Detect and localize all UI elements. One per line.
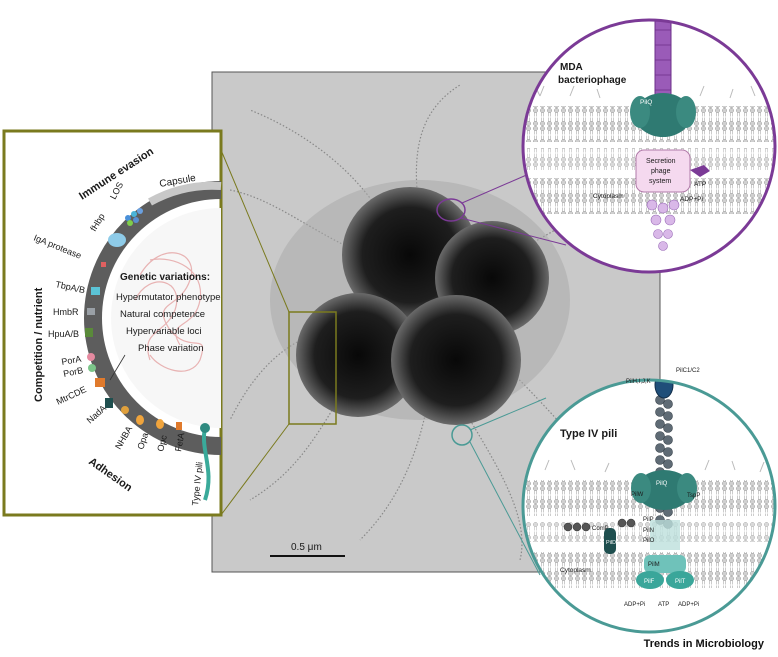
pili-pilq (636, 470, 692, 510)
label-hmbr: HmbR (53, 307, 79, 317)
label-pora: PorA (61, 354, 82, 367)
label-porb: PorB (62, 365, 84, 379)
label-pilm: PilM (648, 562, 660, 568)
title-competition-nutrient: Competition / nutrient (33, 287, 45, 402)
label-pilw: PilW (631, 492, 644, 498)
genetic-item: Hypermutator phenotype (116, 292, 221, 303)
pilus-fiber (202, 427, 211, 501)
label-pilhijk: PilH,I,J,K (626, 379, 651, 385)
diplococcus-cell (391, 295, 521, 425)
zoom-ellipse-mda (436, 198, 466, 222)
pilt-motor (666, 571, 694, 589)
zoom-connectors (220, 149, 567, 576)
label-comp: ComP (592, 526, 609, 532)
mda-title-line1: MDA (560, 62, 583, 73)
secretion-line3: system (649, 178, 671, 185)
label-tsp: TspP (687, 493, 700, 499)
scale-bar-label: 0.5 μm (291, 542, 322, 553)
label-pilt: PilT (675, 579, 686, 585)
chromosome-scribble (134, 252, 204, 372)
genetic-variations-title: Genetic variations: (120, 272, 210, 283)
mda-pilq-label: PilQ (640, 99, 652, 106)
pili-atp: ATP (658, 602, 669, 608)
genetic-item: Phase variation (138, 343, 203, 354)
pili-cytoplasm: Cytoplasm (560, 567, 591, 574)
genetic-item: Hypervariable loci (126, 326, 202, 337)
label-pilq: PilQ (656, 481, 668, 487)
pili-adp-left: ADP+Pi (624, 602, 645, 608)
label-feta: FetA (173, 432, 186, 452)
label-pilc: PilC1/C2 (676, 368, 700, 374)
secretion-system (635, 149, 691, 193)
pili-panel: Type IV pili PilC1/C2 PilH,I,J,K PilQ Pi… (521, 368, 777, 634)
left-panel: Genetic variations: Hypermutator phenoty… (2, 129, 223, 517)
secretion-line1: Secretion (646, 158, 676, 165)
journal-label: Trends in Microbiology (643, 638, 764, 650)
label-piln: PilN (643, 528, 654, 534)
pilq-channel (635, 93, 691, 137)
mda-adp: ADP+Pi (680, 196, 703, 203)
mda-title-line2: bacteriophage (558, 75, 627, 86)
label-pilo: PilO (643, 538, 655, 544)
zoom-box (288, 311, 337, 425)
label-pilp: PilP (643, 517, 654, 523)
capsule-layer (148, 181, 222, 206)
pilf-motor (636, 571, 664, 589)
label-hpuab: HpuA/B (48, 329, 79, 339)
label-opc: Opc (155, 434, 169, 453)
label-pilf: PilF (644, 579, 655, 585)
mda-cytoplasm: Cytoplasm (593, 193, 624, 200)
cell-envelope (84, 181, 222, 455)
zoom-ellipse-pili (451, 424, 473, 446)
secretion-line2: phage (651, 168, 671, 175)
mda-panel: MDA bacteriophage PilQ Secretion phage s… (521, 18, 777, 274)
leader-line (109, 354, 126, 381)
mda-atp: ATP (694, 181, 706, 188)
pild-protein (604, 528, 616, 554)
pilc-tip (654, 380, 674, 399)
pili-adp-right: ADP+Pi (678, 602, 699, 608)
label-pild: PilD (606, 540, 616, 546)
surface-proteins (85, 208, 211, 501)
pili-title: Type IV pili (560, 428, 617, 440)
label-type-iv-pili: Type IV pili (190, 461, 205, 506)
diplococcus-cell (296, 293, 420, 417)
genetic-item: Natural competence (120, 309, 205, 320)
